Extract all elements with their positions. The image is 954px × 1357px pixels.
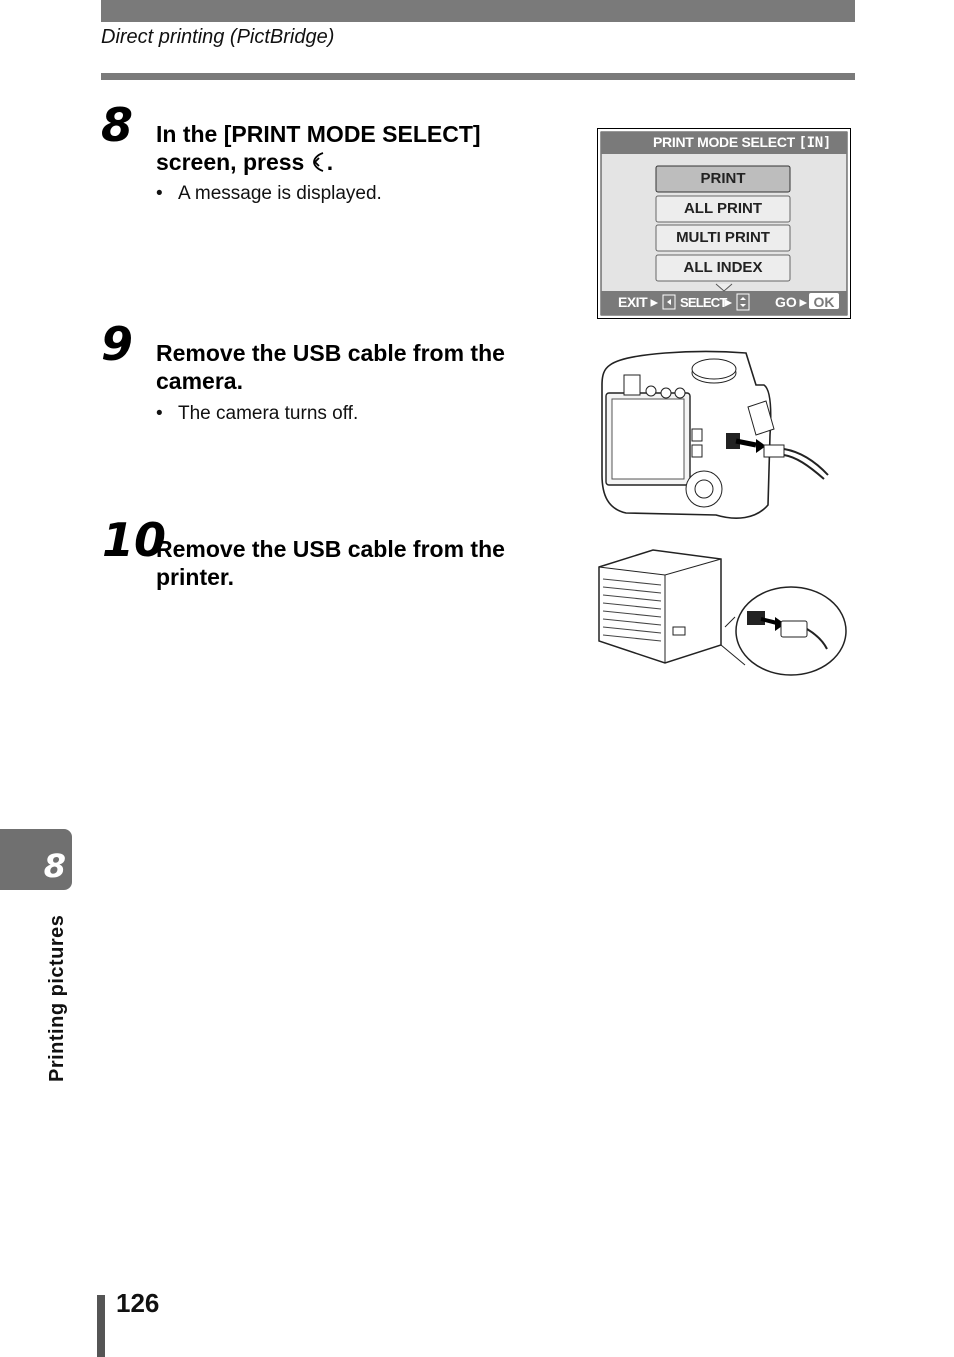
scroll-down-icon [715,283,733,292]
lcd-title-text: PRINT MODE SELECT [653,134,795,150]
page-number-bar [97,1295,105,1357]
ok-key-icon [809,293,839,309]
footer-exit-label: EXIT [618,294,648,310]
page-number: 126 [116,1288,160,1318]
arrow-icon [724,299,733,307]
footer-select-label: SELECT [680,295,727,310]
menu-item-multi-print: MULTI PRINT [676,229,770,246]
step-bullet: •A message is displayed. [156,183,382,204]
camera-usb-illustration [596,345,836,525]
print-mode-select-screen: PRINT MODE SELECT [IN] PRINT ALL PRINT M… [597,128,851,319]
menu-item-all-print: ALL PRINT [683,200,763,217]
chapter-tab: 8 [0,829,72,890]
step-title: Remove the USB cable from the camera. [156,340,505,394]
step-number: 9 [101,317,134,371]
step-bullet: •The camera turns off. [156,403,359,424]
step-number: 8 [101,98,134,152]
lcd-title: PRINT MODE SELECT [IN] [653,134,831,151]
step-title: In the [PRINT MODE SELECT] screen, press… [156,120,556,176]
menu-item-print: PRINT [700,170,746,187]
step-bullet-text: A message is displayed. [178,183,382,204]
step-title-text: In the [PRINT MODE SELECT] screen, press [156,121,481,175]
arrow-icon [650,299,659,307]
step-title: Remove the USB cable from the printer. [156,536,505,590]
header-rule [101,73,855,80]
header-bar [101,0,855,22]
section-title: Direct printing (PictBridge) [101,26,335,48]
footer-ok-label: OK [813,294,835,310]
memory-badge: [IN] [798,135,832,151]
lcd-svg [597,128,851,319]
printer-usb-illustration [595,545,850,680]
footer-go-label: GO [775,294,797,310]
updown-key-icon [736,293,750,311]
left-arrow-key-icon [311,149,327,175]
chapter-label: Printing pictures [46,914,68,1082]
arrow-icon [799,299,808,307]
left-key-icon [662,294,676,310]
menu-item-all-index: ALL INDEX [683,259,763,276]
menu-button-bg [655,165,791,282]
step-title-punct: . [326,149,334,175]
chapter-number: 8 [43,847,66,885]
step-number: 10 [102,513,167,567]
step-bullet-text: The camera turns off. [178,403,359,424]
